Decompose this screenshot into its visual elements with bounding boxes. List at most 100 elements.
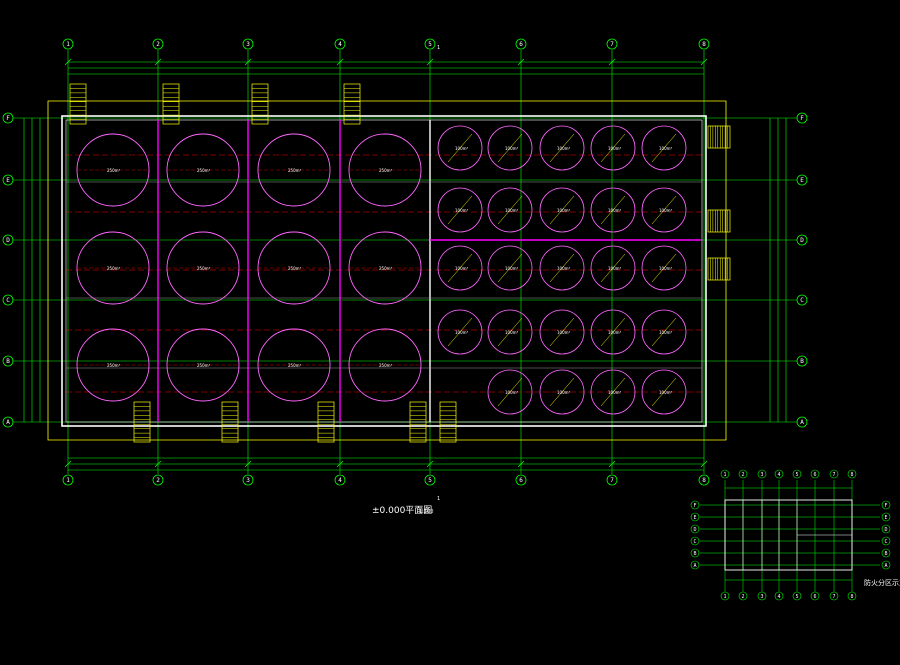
key-bubble-left-label: C <box>693 539 696 545</box>
key-bubble-top <box>829 469 839 479</box>
key-bubble-bottom-label: 1 <box>723 594 726 600</box>
key-bubble-right <box>881 500 891 510</box>
key-bubble-bottom <box>774 591 784 601</box>
axis-bubble-right <box>796 234 808 246</box>
axis-bubble-right <box>796 174 808 186</box>
small-tank-label: 100m³ <box>455 266 469 271</box>
key-bubble-top-label: 8 <box>850 472 853 478</box>
tank-ladder <box>651 133 677 163</box>
axis-bubble-bottom <box>515 474 527 486</box>
dimension-tick <box>608 460 616 468</box>
axis-bubble-right <box>796 294 808 306</box>
stair <box>707 125 731 149</box>
key-bubble-bottom-label: 4 <box>777 594 780 600</box>
key-bubble-top <box>847 469 857 479</box>
axis-bubble-left-label: F <box>6 115 10 122</box>
axis-bubble-top-label: 3 <box>246 41 250 48</box>
axis-bubble-left <box>2 112 14 124</box>
key-bubble-top <box>738 469 748 479</box>
small-tank-label: 100m³ <box>608 146 622 151</box>
small-tank-label: 100m³ <box>659 146 673 151</box>
key-bubble-right-label: C <box>884 539 887 545</box>
stair <box>707 257 731 281</box>
stair-group <box>69 83 731 443</box>
small-tank <box>487 245 533 291</box>
key-bubble-top <box>774 469 784 479</box>
large-tank-label: 250m³ <box>379 266 393 271</box>
small-tank <box>487 369 533 415</box>
axis-bubble-top-label: 2 <box>156 41 160 48</box>
tank-ladder <box>497 253 523 283</box>
axis-bubble-top <box>424 38 436 50</box>
section-mark-top: 1 <box>437 45 440 51</box>
stair <box>317 401 335 443</box>
key-bubble-left <box>690 500 700 510</box>
axis-bubble-bottom-label: 8 <box>702 477 706 484</box>
key-bubble-bottom <box>757 591 767 601</box>
stair <box>133 401 151 443</box>
key-bubble-left <box>690 548 700 558</box>
small-tank <box>539 369 585 415</box>
small-tank <box>437 125 483 171</box>
tank-ladder <box>497 377 523 407</box>
large-tank-label: 250m³ <box>197 266 211 271</box>
stair <box>439 401 457 443</box>
plan-scale: 1:100 <box>419 509 433 515</box>
key-plan-title: 防火分区示意 <box>864 578 900 587</box>
key-bubble-right-label: B <box>884 551 887 557</box>
dimension-tick <box>154 58 162 66</box>
key-bubble-bottom-label: 6 <box>813 594 816 600</box>
axis-bubble-right-label: F <box>800 115 804 122</box>
axis-bubble-top <box>62 38 74 50</box>
tank-ladder <box>497 195 523 225</box>
key-bubble-left-label: A <box>693 563 696 569</box>
tank-ladder <box>549 253 575 283</box>
small-tank <box>487 125 533 171</box>
axis-bubble-bottom <box>242 474 254 486</box>
small-tank-label: 100m³ <box>505 390 519 395</box>
small-tank-label: 100m³ <box>505 266 519 271</box>
stair-outline <box>343 83 361 125</box>
plan-title: ±0.000平面图 <box>372 505 432 516</box>
small-tank-label: 100m³ <box>557 146 571 151</box>
axis-bubble-left-label: E <box>6 177 10 184</box>
key-bubble-right <box>881 512 891 522</box>
small-tank <box>539 245 585 291</box>
stair <box>409 401 427 443</box>
small-tank <box>437 187 483 233</box>
axis-bubble-left <box>2 294 14 306</box>
dimension-tick <box>64 58 72 66</box>
stair-outline <box>707 125 731 149</box>
tank-ladder <box>447 195 473 225</box>
small-tank-label: 100m³ <box>455 146 469 151</box>
axis-bubble-bottom <box>698 474 710 486</box>
axis-bubble-left <box>2 234 14 246</box>
key-bubble-bottom <box>847 591 857 601</box>
small-tank-label: 100m³ <box>659 208 673 213</box>
stair <box>69 83 87 125</box>
axis-bubble-top-label: 5 <box>428 41 432 48</box>
axis-bubble-top-label: 6 <box>519 41 523 48</box>
key-bubble-top <box>757 469 767 479</box>
key-bubble-right-label: D <box>884 527 887 533</box>
stair <box>251 83 269 125</box>
stair-outline <box>162 83 180 125</box>
small-tank-label: 100m³ <box>557 390 571 395</box>
stair <box>221 401 239 443</box>
stair <box>707 209 731 233</box>
large-tank-label: 250m³ <box>107 363 121 368</box>
small-tank-label: 100m³ <box>557 266 571 271</box>
dimension-tick <box>244 460 252 468</box>
small-tank <box>641 125 687 171</box>
key-bubble-top <box>810 469 820 479</box>
key-bubble-right <box>881 548 891 558</box>
large-tank-label: 250m³ <box>107 266 121 271</box>
large-tank-label: 250m³ <box>288 363 302 368</box>
key-bubble-bottom-label: 5 <box>795 594 798 600</box>
key-bubble-left <box>690 536 700 546</box>
axis-bubble-right <box>796 416 808 428</box>
axis-bubble-left-label: A <box>6 419 10 426</box>
small-tank <box>641 369 687 415</box>
axis-bubble-top-label: 8 <box>702 41 706 48</box>
tank-ladder <box>600 253 626 283</box>
